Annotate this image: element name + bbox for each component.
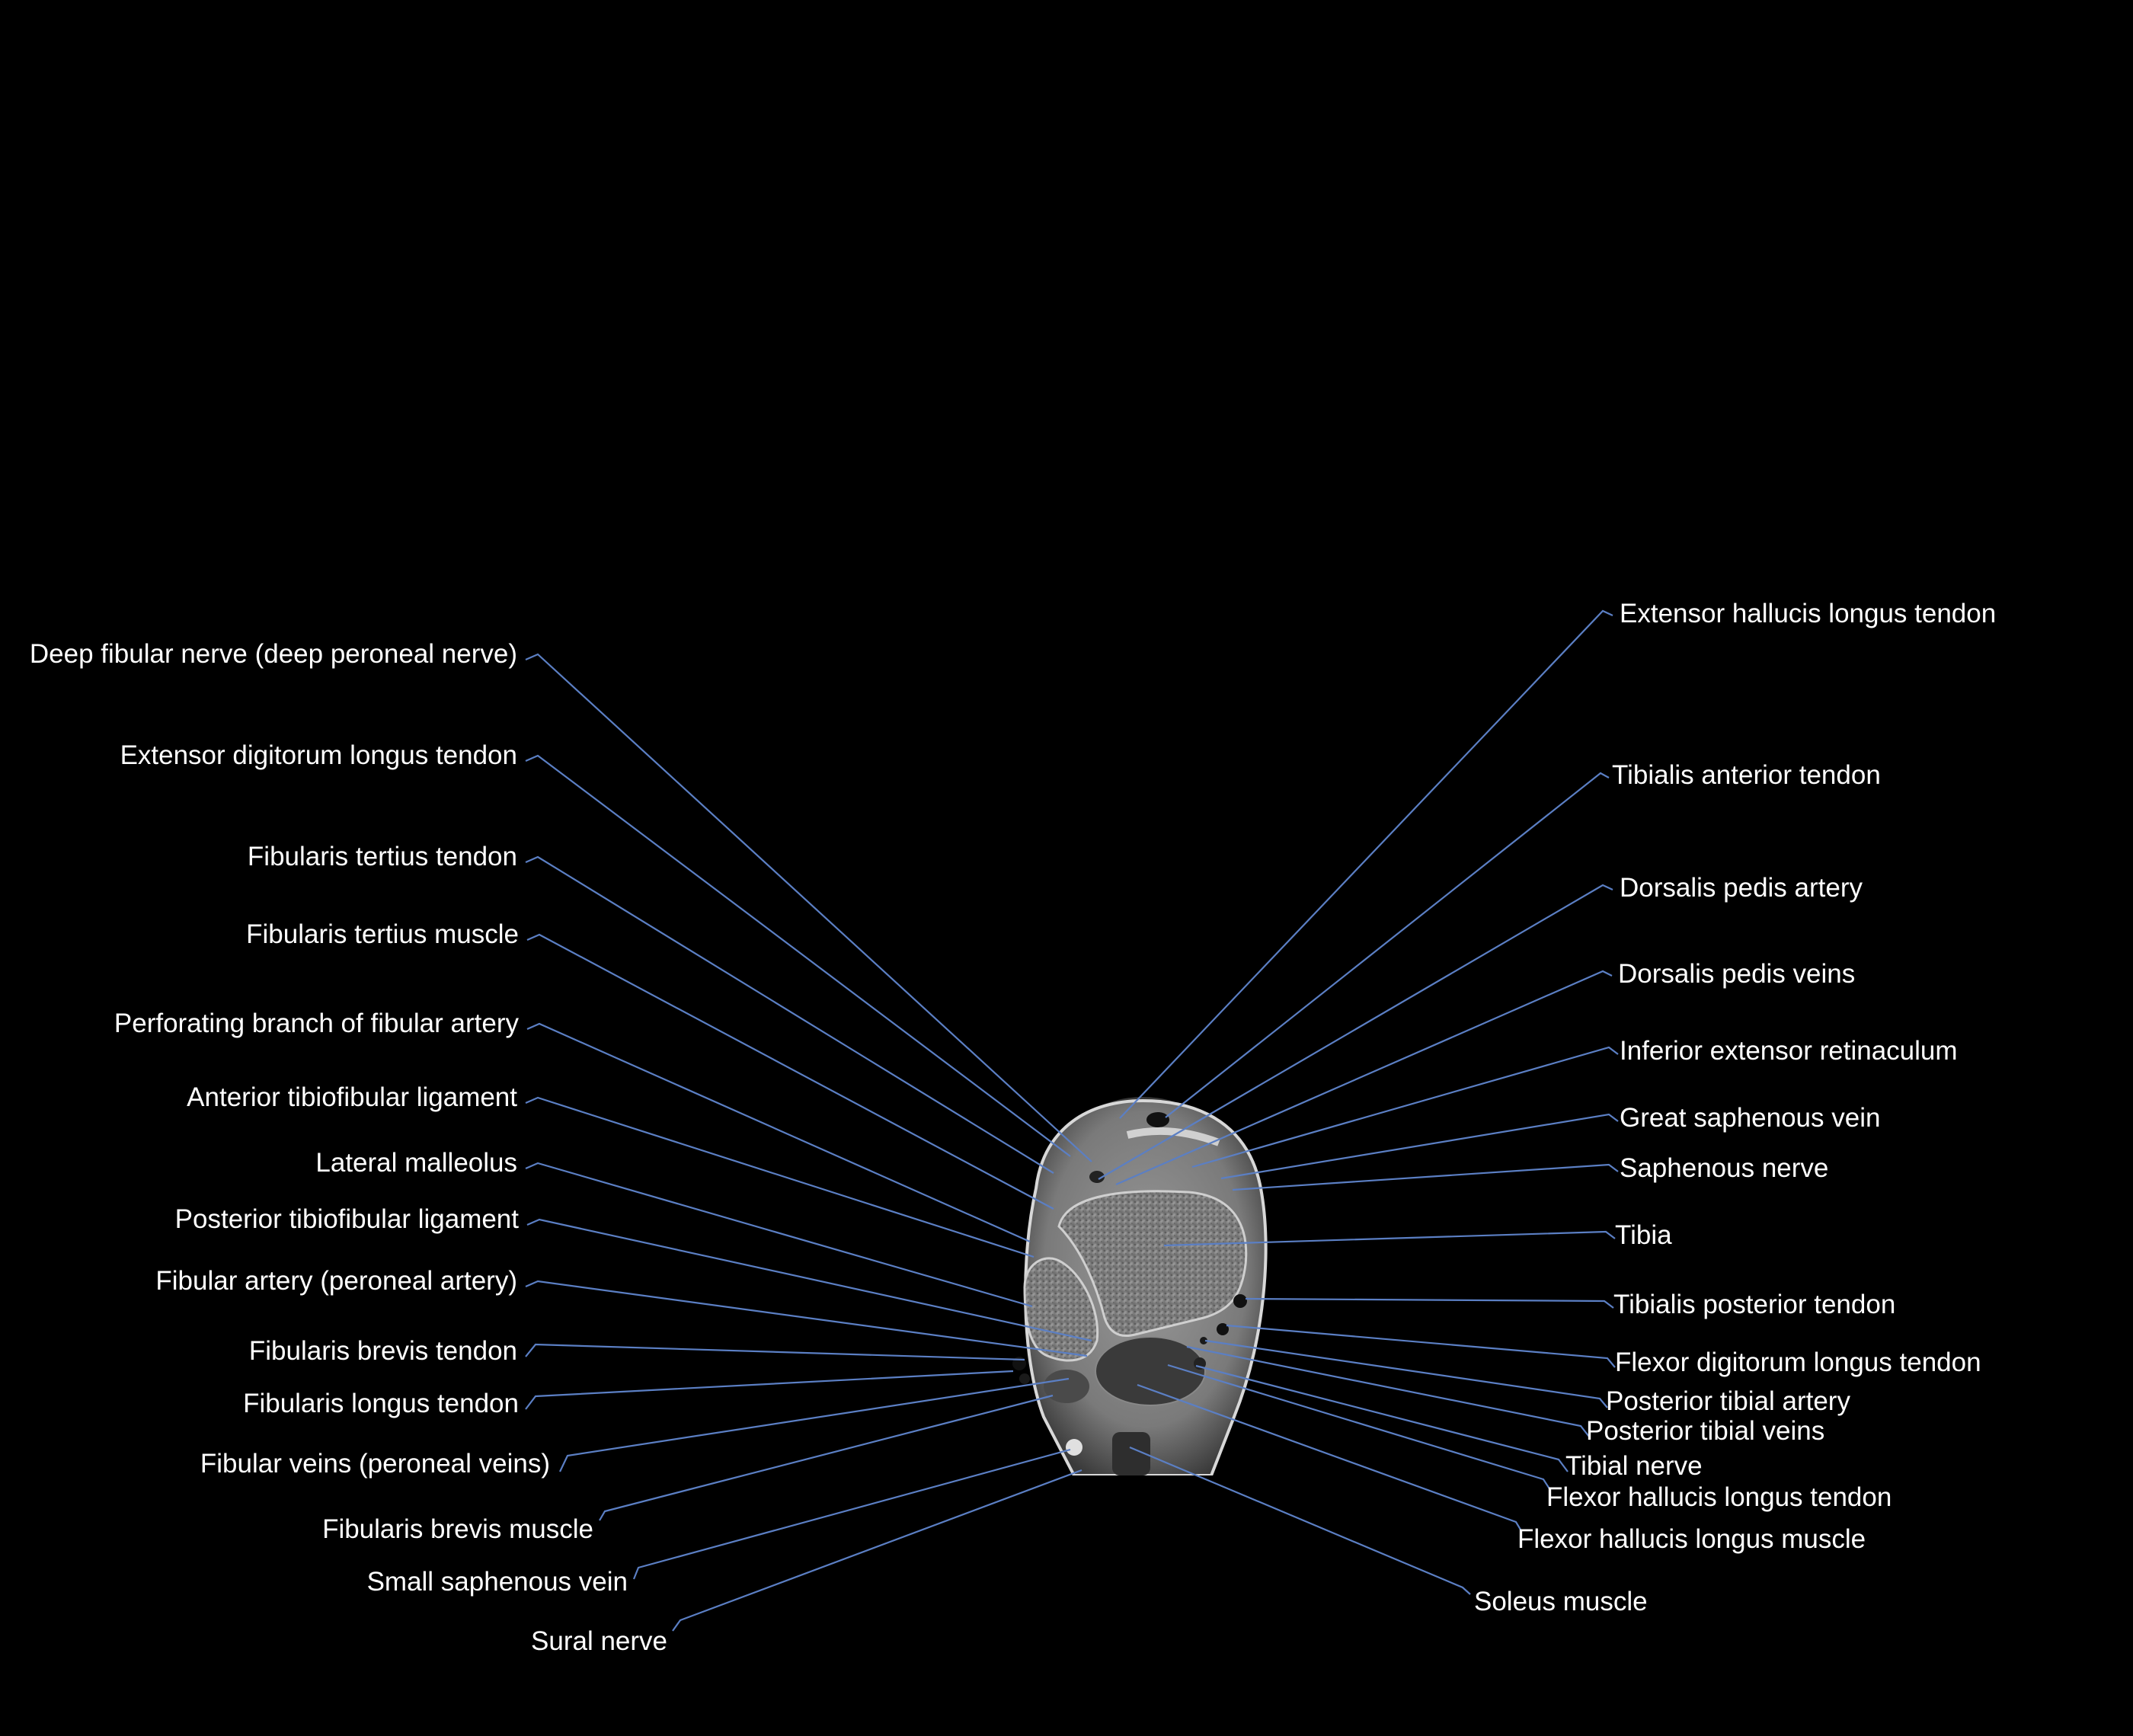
label-sural-nerve: Sural nerve <box>531 1626 667 1656</box>
leader-line-tibia <box>1163 1230 1616 1247</box>
label-fibular-veins-peroneal-veins: Fibular veins (peroneal veins) <box>200 1449 550 1479</box>
label-fibularis-longus-tendon: Fibularis longus tendon <box>243 1389 519 1418</box>
label-extensor-hallucis-longus-tendon: Extensor hallucis longus tendon <box>1620 599 1997 628</box>
label-fibular-artery-peroneal-artery: Fibular artery (peroneal artery) <box>155 1266 517 1296</box>
label-flexor-hallucis-longus-muscle: Flexor hallucis longus muscle <box>1517 1524 1866 1554</box>
label-posterior-tibial-veins: Posterior tibial veins <box>1586 1416 1825 1446</box>
label-perforating-branch-of-fibular-artery: Perforating branch of fibular artery <box>114 1009 519 1038</box>
leader-line-extensor-hallucis-longus-tendon <box>1119 609 1613 1119</box>
leader-line-saphenous-nerve <box>1232 1163 1619 1191</box>
label-flexor-digitorum-longus-tendon: Flexor digitorum longus tendon <box>1615 1348 1981 1377</box>
leader-line-flexor-digitorum-longus-tendon <box>1226 1324 1616 1368</box>
leader-line-tibial-nerve <box>1195 1364 1569 1472</box>
label-dorsalis-pedis-veins: Dorsalis pedis veins <box>1618 959 1856 989</box>
label-tibial-nerve: Tibial nerve <box>1565 1451 1703 1481</box>
leader-line-small-saphenous-vein <box>632 1448 1071 1580</box>
leader-line-soleus-muscle <box>1129 1446 1471 1595</box>
leader-line-fibularis-longus-tendon <box>525 1370 1014 1410</box>
leader-line-posterior-tibial-veins <box>1186 1345 1590 1437</box>
label-soleus-muscle: Soleus muscle <box>1474 1587 1648 1616</box>
label-tibialis-posterior-tendon: Tibialis posterior tendon <box>1613 1290 1896 1319</box>
leader-line-dorsalis-pedis-artery <box>1098 884 1613 1180</box>
leader-line-perforating-branch-of-fibular-artery <box>526 1022 1031 1243</box>
leader-line-posterior-tibiofibular-ligament <box>526 1218 1092 1342</box>
label-posterior-tibial-artery: Posterior tibial artery <box>1606 1386 1850 1416</box>
leader-line-sural-nerve <box>672 1469 1082 1632</box>
leader-line-fibular-artery-peroneal-artery <box>525 1280 1088 1357</box>
label-fibularis-tertius-muscle: Fibularis tertius muscle <box>246 919 519 949</box>
leader-line-deep-fibular-nerve-deep-peroneal-nerve <box>525 653 1092 1162</box>
label-lateral-malleolus: Lateral malleolus <box>315 1148 517 1178</box>
label-fibularis-brevis-muscle: Fibularis brevis muscle <box>322 1514 593 1544</box>
leader-line-tibialis-anterior-tendon <box>1165 772 1610 1118</box>
leader-line-extensor-digitorum-longus-tendon <box>525 754 1071 1157</box>
leader-line-anterior-tibiofibular-ligament <box>525 1096 1035 1258</box>
leader-line-flexor-hallucis-longus-tendon <box>1167 1364 1551 1491</box>
label-great-saphenous-vein: Great saphenous vein <box>1620 1103 1881 1133</box>
leader-line-fibular-veins-peroneal-veins <box>559 1377 1070 1472</box>
leader-line-fibularis-tertius-muscle <box>526 933 1054 1210</box>
leader-line-dorsalis-pedis-veins <box>1115 970 1613 1186</box>
label-tibia: Tibia <box>1615 1220 1672 1250</box>
label-inferior-extensor-retinaculum: Inferior extensor retinaculum <box>1620 1036 1958 1066</box>
label-flexor-hallucis-longus-tendon: Flexor hallucis longus tendon <box>1546 1482 1892 1512</box>
leader-line-fibularis-brevis-tendon <box>525 1343 1025 1361</box>
label-dorsalis-pedis-artery: Dorsalis pedis artery <box>1620 873 1863 903</box>
leader-line-inferior-extensor-retinaculum <box>1191 1046 1619 1169</box>
leader-line-fibularis-tertius-tendon <box>525 855 1054 1174</box>
leader-line-fibularis-brevis-muscle <box>599 1394 1054 1521</box>
label-deep-fibular-nerve-deep-peroneal-nerve: Deep fibular nerve (deep peroneal nerve) <box>29 639 517 669</box>
label-posterior-tibiofibular-ligament: Posterior tibiofibular ligament <box>174 1204 519 1234</box>
leader-line-posterior-tibial-artery <box>1204 1339 1608 1408</box>
leader-line-flexor-hallucis-longus-muscle <box>1137 1383 1521 1530</box>
label-saphenous-nerve: Saphenous nerve <box>1620 1153 1829 1183</box>
label-extensor-digitorum-longus-tendon: Extensor digitorum longus tendon <box>120 740 517 770</box>
leader-line-tibialis-posterior-tendon <box>1245 1297 1614 1309</box>
leader-line-lateral-malleolus <box>525 1162 1033 1308</box>
label-fibularis-tertius-tendon: Fibularis tertius tendon <box>247 842 517 871</box>
label-tibialis-anterior-tendon: Tibialis anterior tendon <box>1612 760 1881 790</box>
label-anterior-tibiofibular-ligament: Anterior tibiofibular ligament <box>187 1082 517 1112</box>
leader-line-great-saphenous-vein <box>1220 1113 1619 1180</box>
label-fibularis-brevis-tendon: Fibularis brevis tendon <box>248 1336 517 1366</box>
mri-slice <box>1012 1097 1268 1475</box>
label-small-saphenous-vein: Small saphenous vein <box>366 1567 628 1597</box>
